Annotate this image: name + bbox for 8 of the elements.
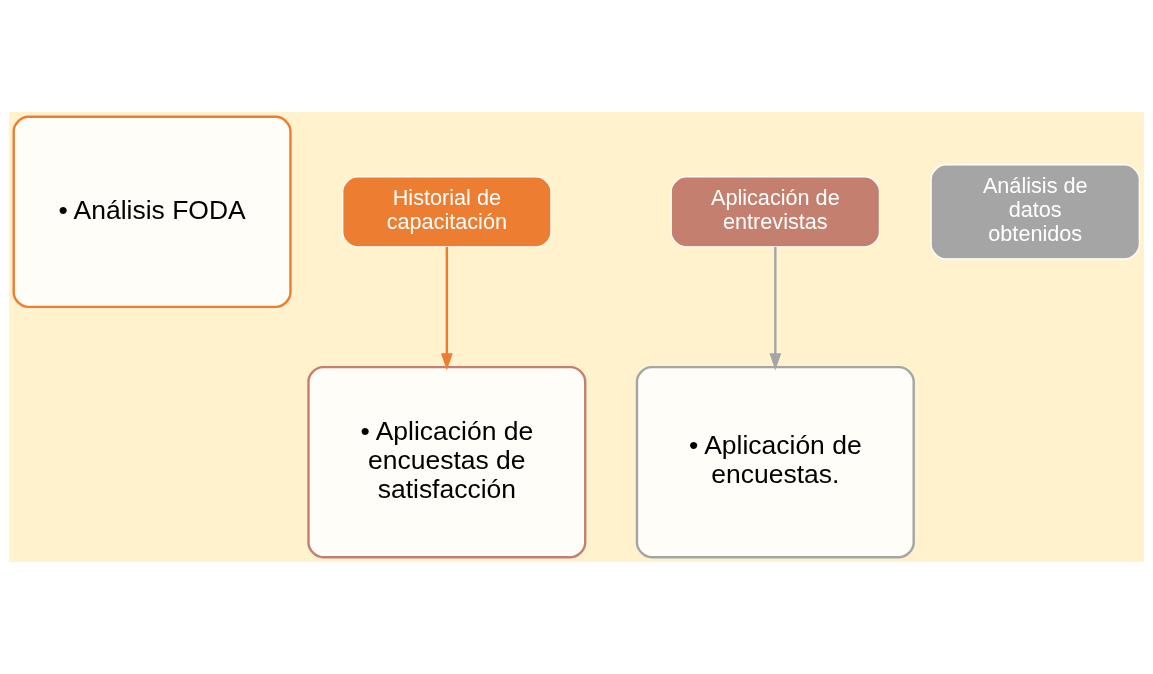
arrow: [769, 247, 782, 371]
node-box: • Aplicación de encuestas.: [635, 365, 915, 559]
node-box: Historial de capacitación: [342, 176, 552, 248]
arrow: [440, 247, 453, 371]
node-box: • Aplicación de encuestas de satisfacción: [307, 365, 587, 559]
node-box: Análisis de datos obtenidos: [930, 164, 1140, 260]
node-box: Aplicación de entrevistas: [670, 176, 880, 248]
node-box: • Análisis FODA: [12, 115, 292, 309]
